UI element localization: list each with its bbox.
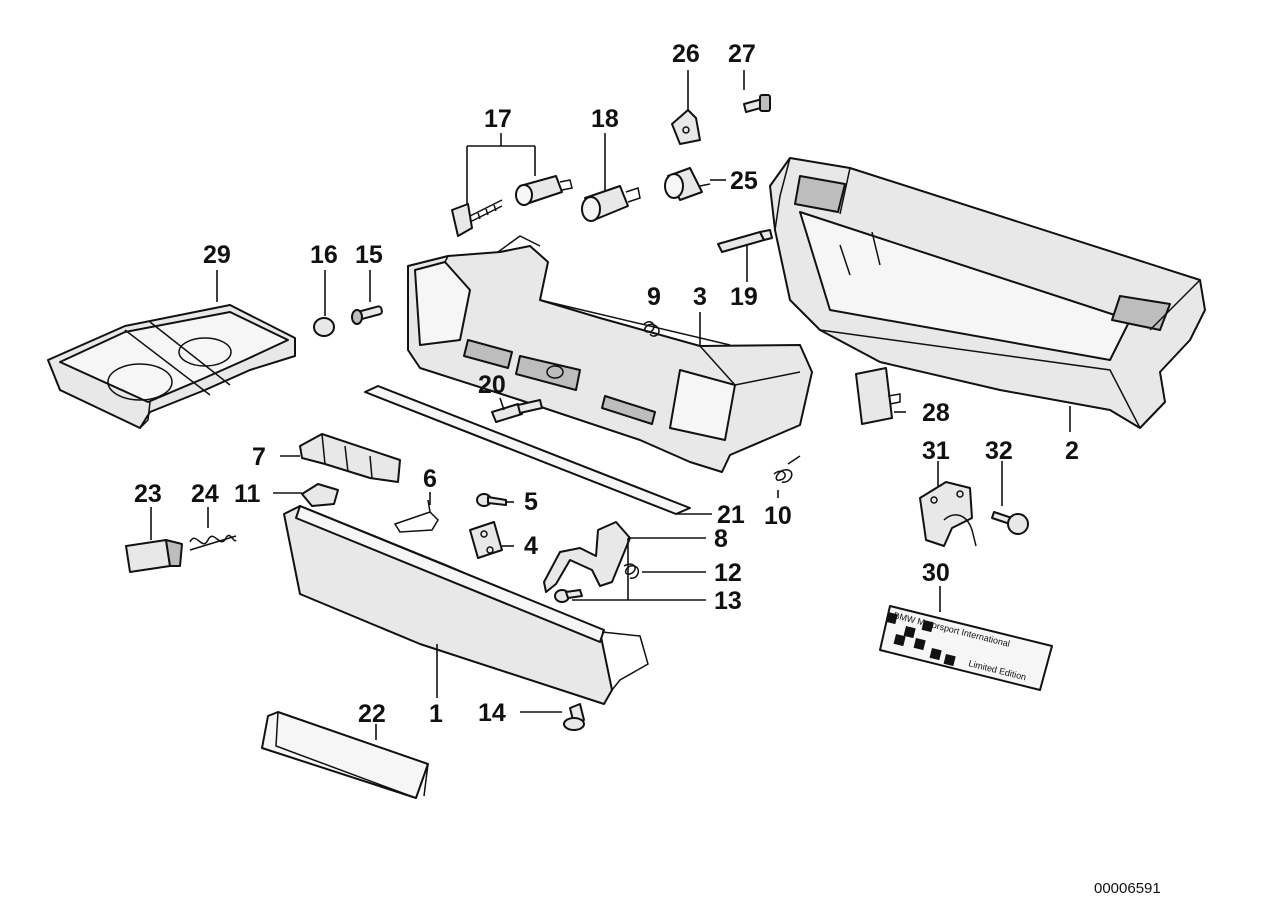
part-28-cover-plate [855,367,901,425]
callout-17: 17 [484,105,512,133]
callout-3: 3 [693,283,707,311]
part-12-spring [623,563,640,579]
part-15-screw [351,305,383,325]
callout-2: 2 [1065,437,1079,465]
part-9-spring [643,321,660,337]
callout-18: 18 [591,105,619,133]
callout-6: 6 [423,465,437,493]
callout-26: 26 [672,40,700,68]
callout-19: 19 [730,283,758,311]
callout-21: 21 [717,501,745,529]
part-3-glovebox-housing [407,235,813,473]
part-31-latch-bracket [919,481,977,547]
callout-23: 23 [134,480,162,508]
part-8-lock-lever [543,521,631,593]
part-29-cupholder-tray [47,304,296,429]
part-10-spring [773,455,801,483]
callout-28: 28 [922,399,950,427]
diagram-reference-number: 00006591 [1094,880,1161,897]
leader-lines [150,70,1071,740]
part-11-clip [301,483,339,507]
part-24-spring [189,534,237,551]
part-21-strip [364,385,691,515]
part-27-screw [743,94,771,113]
callout-30: 30 [922,559,950,587]
callout-12: 12 [714,559,742,587]
part-7-bracket [299,433,401,483]
callout-20: 20 [478,371,506,399]
callout-15: 15 [355,241,383,269]
part-22-plate [261,711,429,799]
part-6-spring-clip [393,499,439,533]
part-25-bushing [664,167,711,201]
callout-11: 11 [234,480,261,508]
part-16-cap [313,317,335,337]
callout-22: 22 [358,700,386,728]
callout-9: 9 [647,283,661,311]
part-20-pin [491,399,543,423]
part-26-lever-plate [671,109,701,145]
callout-8: 8 [714,525,728,553]
part-13-screw [554,589,583,603]
callout-31: 31 [922,437,950,465]
part-5-screw [476,493,507,507]
callout-16: 16 [310,241,338,269]
callout-29: 29 [203,241,231,269]
part-17-key-and-lock-cylinder [451,175,573,237]
callout-4: 4 [524,532,538,560]
checkered-flag-pattern [885,612,956,667]
callout-5: 5 [524,488,538,516]
part-23-switch [125,539,183,573]
part-19-pin [717,229,773,253]
callout-labels: 1 2 3 4 5 6 7 8 9 10 11 12 13 14 15 16 1… [134,40,1079,728]
callout-14: 14 [478,699,506,727]
callout-10: 10 [764,502,792,530]
callout-27: 27 [728,40,756,68]
part-2-glovebox-frame [769,157,1206,429]
part-1-glovebox-door [283,505,649,705]
callout-32: 32 [985,437,1013,465]
part-4-hinge-plate [469,521,503,559]
callout-13: 13 [714,587,742,615]
part-14-screw [563,703,585,731]
callout-1: 1 [429,700,443,728]
part-32-screw [991,511,1029,535]
part-18-lock-cylinder [581,185,641,222]
part-30-decal: BMW Motorsport International Limited Edi… [879,605,1053,691]
callout-24: 24 [191,480,219,508]
callout-7: 7 [252,443,266,471]
callout-25: 25 [730,167,758,195]
